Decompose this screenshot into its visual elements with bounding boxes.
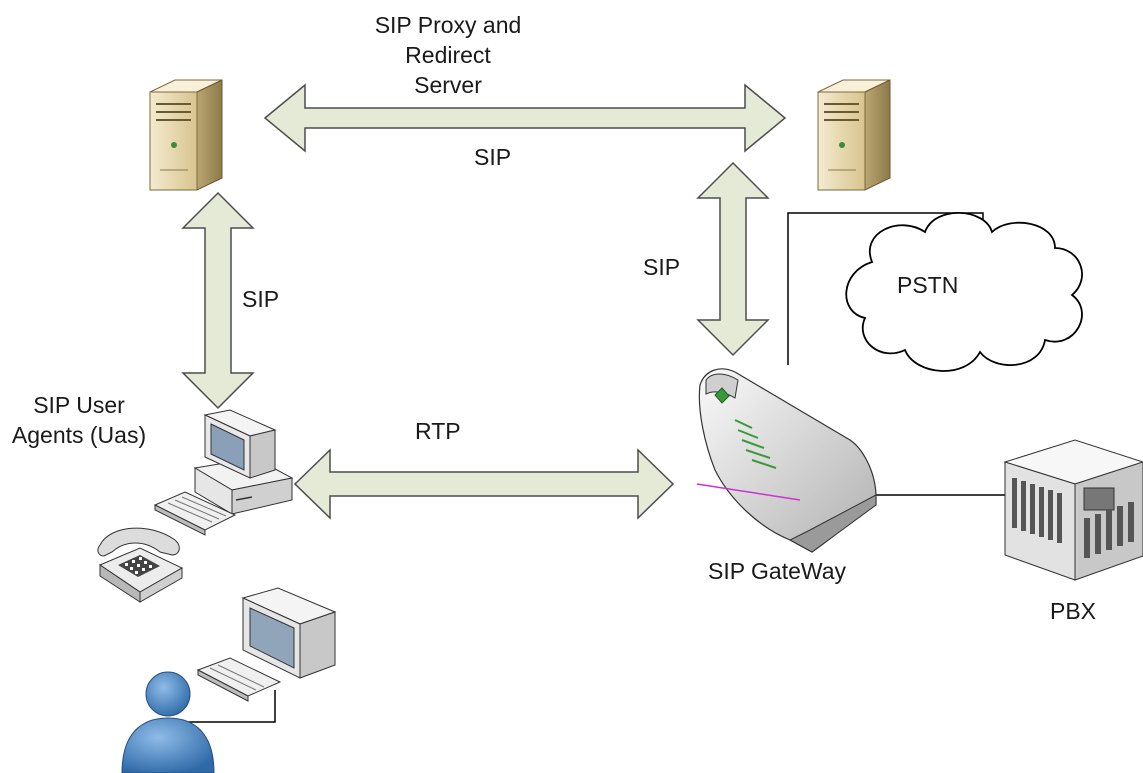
gateway-label: SIP GateWay bbox=[708, 558, 847, 584]
pbx-label: PBX bbox=[1050, 598, 1097, 624]
proxy-server-label-line1: SIP Proxy and bbox=[374, 12, 522, 38]
pstn-label: PSTN bbox=[897, 272, 959, 298]
sip-gateway-icon bbox=[696, 368, 877, 553]
sip-left-arrow bbox=[181, 191, 255, 410]
sip-right-label: SIP bbox=[643, 254, 681, 280]
desktop-computer-icon bbox=[153, 409, 294, 536]
user-agents-label: SIP User Agents (Uas) bbox=[0, 390, 158, 450]
server-right-icon bbox=[817, 79, 891, 191]
pbx-icon bbox=[1003, 439, 1143, 581]
telephone-icon bbox=[97, 527, 184, 603]
workstation-keyboard-icon bbox=[196, 657, 282, 702]
sip-left-label: SIP bbox=[242, 286, 280, 312]
proxy-server-label-line2: Redirect bbox=[405, 42, 491, 68]
sip-right-arrow bbox=[696, 161, 770, 357]
sip-top-label: SIP bbox=[474, 144, 512, 170]
rtp-label: RTP bbox=[415, 418, 461, 444]
user-agents-label-line2: Agents (Uas) bbox=[11, 422, 147, 448]
user-connection-line bbox=[185, 690, 276, 723]
user-icon bbox=[121, 671, 215, 773]
proxy-server-label: SIP Proxy and Redirect Server bbox=[348, 10, 548, 100]
user-agents-label-line1: SIP User bbox=[33, 392, 125, 418]
rtp-arrow bbox=[293, 448, 675, 520]
workstation-monitor-icon bbox=[241, 587, 337, 679]
pstn-cloud-icon bbox=[845, 212, 1083, 372]
proxy-server-label-line3: Server bbox=[414, 72, 482, 98]
server-left-icon bbox=[149, 79, 223, 191]
sip-top-arrow bbox=[263, 83, 787, 153]
